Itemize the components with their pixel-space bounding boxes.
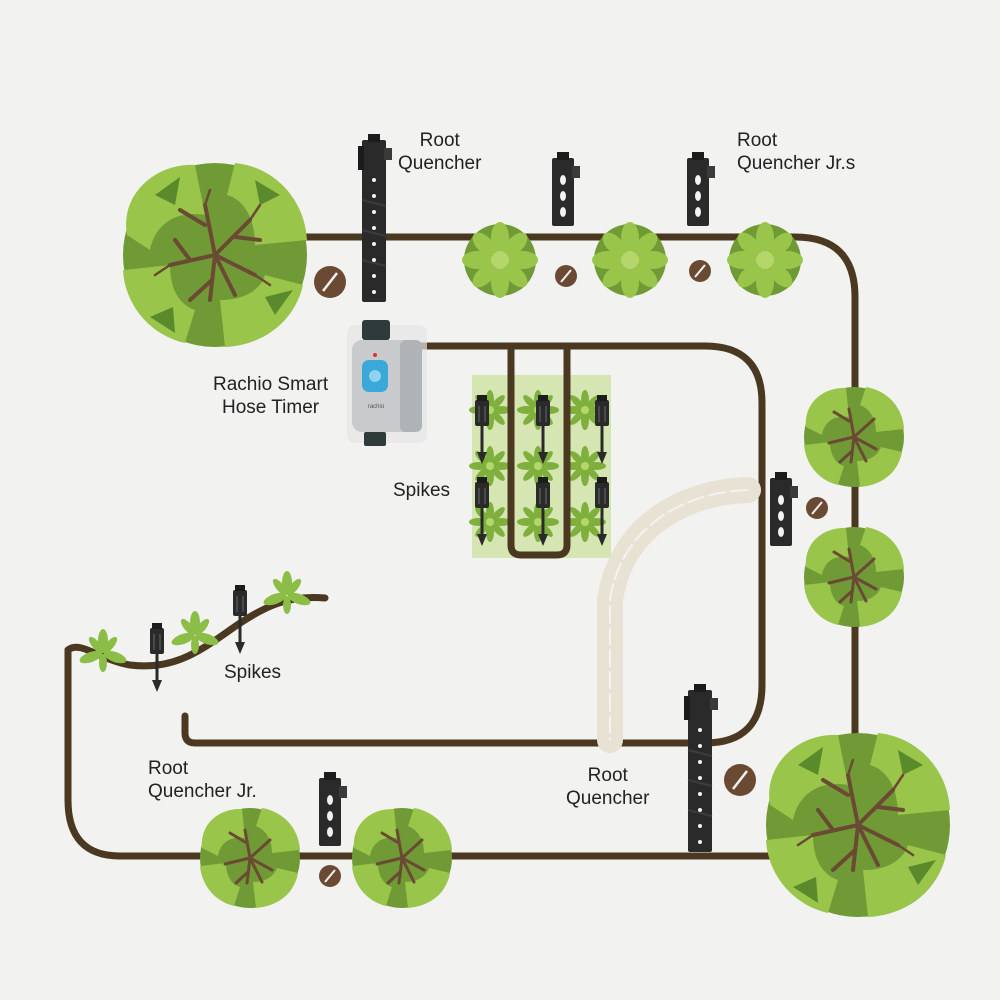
root-quencher-jr-icon: [319, 772, 347, 846]
smart-hose-timer-icon: rachio: [347, 320, 427, 446]
tree-icon: [198, 806, 302, 910]
tree-icon: [121, 161, 309, 349]
tree-icon: [802, 525, 906, 629]
label-root-quencher-bottom: Root Quencher: [566, 765, 650, 809]
inner-hose-loop: [181, 342, 766, 747]
tree-icon: [802, 385, 906, 489]
label-rachio-timer: Rachio Smart Hose Timer: [213, 374, 329, 418]
bottom-hose: [64, 646, 859, 860]
tree-icon: [764, 731, 952, 919]
root-quencher-icon: [683, 683, 719, 853]
stone-path: [597, 477, 761, 753]
vine-leaf-icon: [170, 611, 220, 654]
label-root-quencher-jrs-top: Root Quencher Jr.s: [737, 130, 856, 174]
hose-plug-icon: [312, 264, 348, 300]
hose-plug-icon: [318, 864, 342, 888]
root-quencher-icon: [357, 133, 393, 303]
tree-icon: [350, 806, 454, 910]
shrub-icon: [727, 222, 803, 298]
label-spikes-center: Spikes: [393, 480, 451, 501]
hose-plug-icon: [688, 259, 712, 283]
shrub-icon: [592, 222, 668, 298]
hose-plug-icon: [554, 264, 578, 288]
label-spikes-left: Spikes: [224, 662, 282, 683]
hose-plug-icon: [722, 762, 758, 798]
spike-icon: [148, 621, 166, 694]
label-root-quencher-top: Root Quencher: [398, 130, 482, 174]
shrub-icon: [462, 222, 538, 298]
root-quencher-jr-icon: [770, 472, 798, 546]
hose-plug-icon: [805, 496, 829, 520]
root-quencher-jr-icon: [552, 152, 580, 226]
label-root-quencher-jr-bottom: Root Quencher Jr.: [148, 758, 257, 802]
timer-brand-text: rachio: [368, 404, 385, 410]
root-quencher-jr-icon: [687, 152, 715, 226]
outer-hose-loop: [206, 233, 859, 804]
bed-drip-loop: [507, 346, 571, 559]
